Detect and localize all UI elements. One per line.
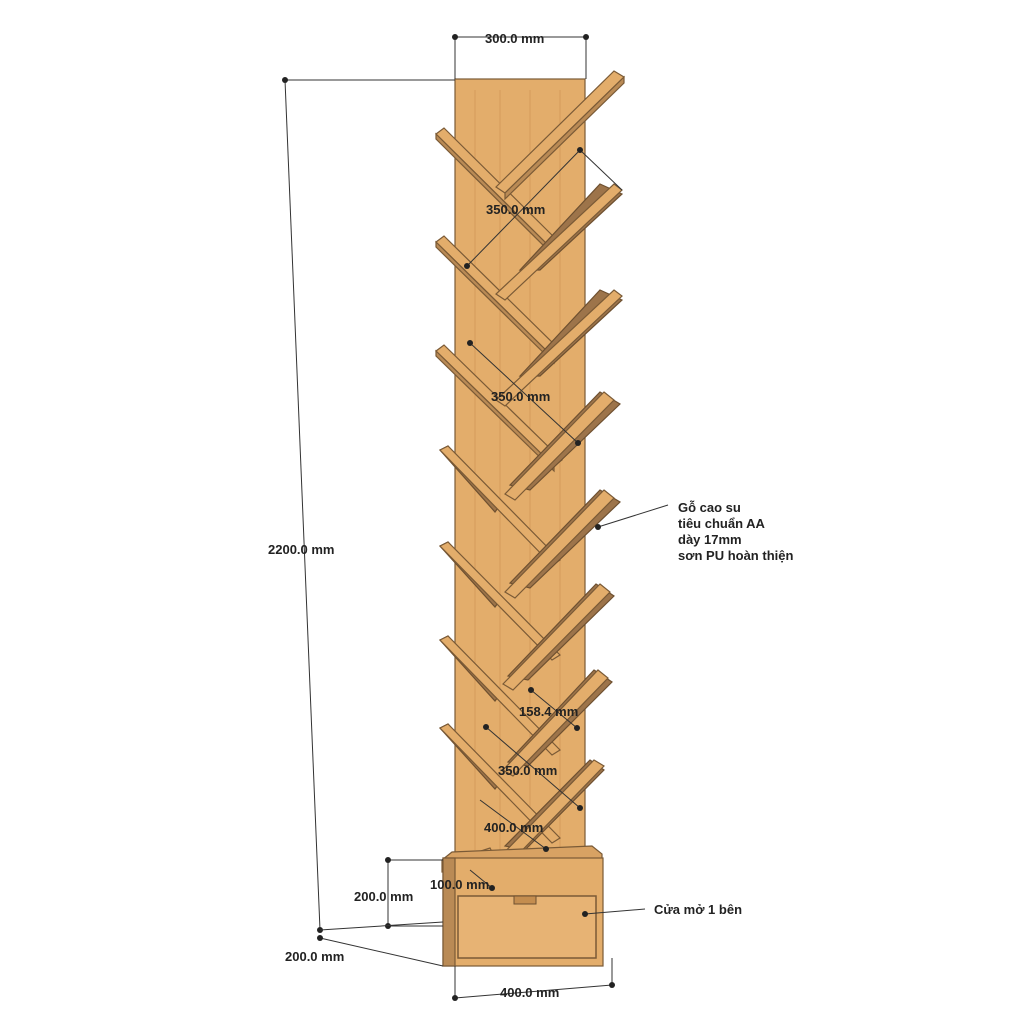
door-panel (457, 895, 597, 959)
dim-lower-span: 400.0 mm (484, 820, 543, 835)
door-note: Cửa mở 1 bên (654, 902, 742, 917)
material-note-line4: sơn PU hoàn thiện (678, 548, 793, 563)
door-handle (513, 895, 537, 905)
central-post (454, 78, 586, 860)
dimension-lines (282, 34, 669, 1001)
dim-total-height: 2200.0 mm (268, 542, 335, 557)
material-note-line1: Gỗ cao su (678, 500, 741, 515)
dim-base-gap: 100.0 mm (430, 877, 489, 892)
material-note-line2: tiêu chuẩn AA (678, 516, 766, 531)
base-cabinet (441, 845, 604, 967)
dim-base-height: 200.0 mm (354, 889, 413, 904)
dim-shelf-depth: 158.4 mm (519, 704, 578, 719)
dim-shelf-span-3: 350.0 mm (498, 763, 557, 778)
dim-base-depth: 200.0 mm (285, 949, 344, 964)
dim-shelf-span-1: 350.0 mm (486, 202, 545, 217)
dim-shelf-span-2: 350.0 mm (491, 389, 550, 404)
right-shelves (494, 70, 625, 869)
material-note-line3: dày 17mm (678, 532, 742, 547)
dim-base-width: 400.0 mm (500, 985, 559, 1000)
dim-top-width: 300.0 mm (485, 31, 544, 46)
